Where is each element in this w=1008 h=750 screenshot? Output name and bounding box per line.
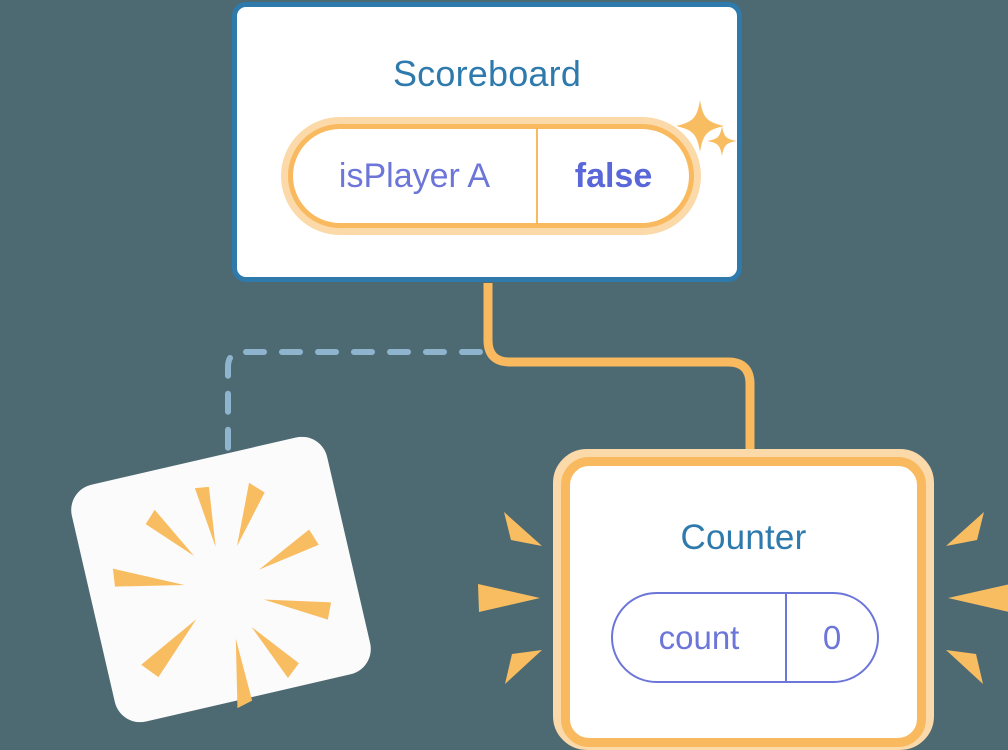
counter-state-value: 0 [822,618,842,656]
burst-ray [251,626,299,679]
burst-ray [194,486,216,547]
burst-ray [263,599,332,620]
burst-ray [505,650,542,684]
scoreboard-title: Scoreboard [392,53,582,94]
burst-ray [948,584,1008,612]
sparkle-icon [676,100,724,152]
scoreboard-state-pill[interactable]: isPlayer A false [288,124,694,228]
burst-ray [946,512,984,546]
connector-solid-scoreboard-to-counter [483,283,755,470]
scoreboard-state-value: false [574,156,653,195]
scoreboard-pill-highlight-ring [281,117,701,235]
counter-state-pill[interactable]: count 0 [611,592,879,683]
counter-title: Counter [680,518,807,557]
connector-dashed-scoreboard-to-blank-card [225,349,483,473]
burst-ray [504,512,542,546]
burst-ray [236,482,265,547]
burst-ray [235,638,253,709]
burst-ray [946,650,983,684]
burst-ray [145,509,195,557]
burst-ray [112,568,185,587]
counter-state-key: count [613,594,787,681]
burst-ray [478,584,540,612]
counter-card[interactable]: Counter [561,457,926,747]
scoreboard-state-key: isPlayer A [293,129,538,223]
sparkle-icon [707,126,737,156]
burst-ray [141,619,197,678]
burst-ray [258,529,319,570]
